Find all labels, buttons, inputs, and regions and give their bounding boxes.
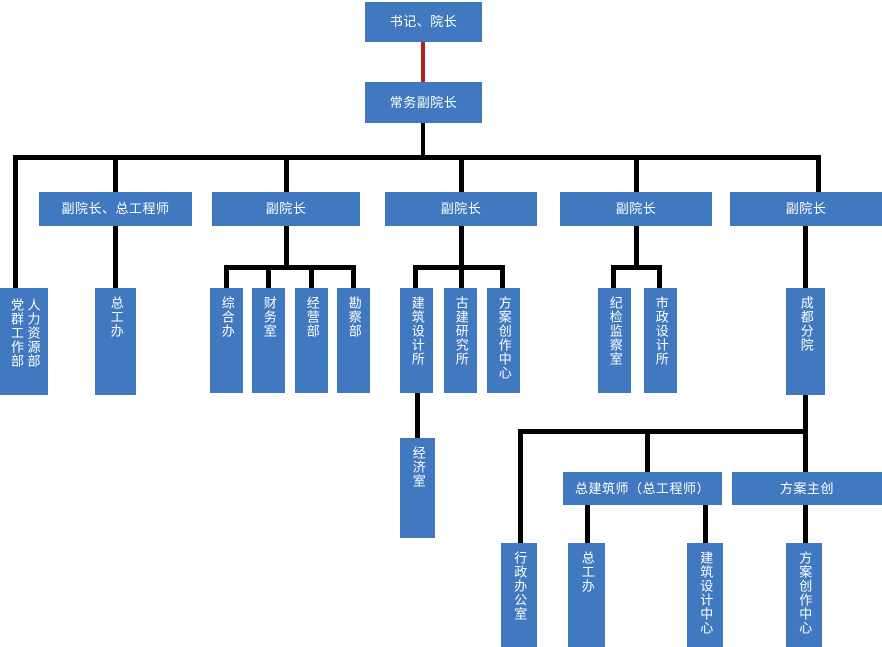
connector-chengdu-to-admin-office bbox=[518, 429, 523, 545]
node-operations-dept[interactable]: 经营部 bbox=[295, 288, 328, 393]
connector-bus-to-vp4 bbox=[634, 155, 639, 193]
node-finance-office[interactable]: 财务室 bbox=[252, 288, 285, 393]
node-label: 建筑设计中心 bbox=[698, 551, 714, 635]
connector-bus-to-vp5 bbox=[816, 155, 821, 193]
node-label: 副院长 bbox=[265, 201, 307, 217]
node-label: 经济室 bbox=[410, 446, 426, 488]
connector-arch-institute-to-economics-office bbox=[415, 393, 420, 439]
connector-vp5-to-chengdu-branch bbox=[803, 225, 808, 291]
node-label: 成都分院 bbox=[798, 296, 814, 352]
node-label: 书记、院长 bbox=[389, 14, 458, 30]
node-label: 财务室 bbox=[261, 296, 277, 338]
connector-scheme-lead-to-creation-center bbox=[803, 505, 808, 545]
node-arch-design-center[interactable]: 建筑设计中心 bbox=[687, 543, 723, 647]
node-scheme-creation-center-chengdu[interactable]: 方案创作中心 bbox=[786, 543, 822, 647]
node-executive-vice-president[interactable]: 常务副院长 bbox=[365, 82, 482, 123]
connector-vp2-to-general-office bbox=[224, 265, 229, 291]
node-scheme-lead[interactable]: 方案主创 bbox=[732, 472, 882, 505]
connector-chengdu-branch-down bbox=[803, 393, 808, 433]
node-label: 建筑设计所 bbox=[409, 296, 425, 366]
connector-chengdu-to-scheme-lead bbox=[803, 429, 808, 475]
connector-chief-architect-to-chief-eng-office bbox=[585, 505, 590, 545]
node-label: 方案创作中心 bbox=[496, 296, 512, 380]
node-chief-architect[interactable]: 总建筑师（总工程师） bbox=[563, 472, 722, 505]
node-vp-2[interactable]: 副院长 bbox=[212, 192, 360, 226]
node-label: 总工办 bbox=[108, 296, 124, 338]
connector-president-to-exec-vp bbox=[421, 40, 425, 82]
connector-bus-to-left-column bbox=[13, 155, 18, 291]
node-label: 古建研究所 bbox=[453, 296, 469, 366]
connector-vp1-to-chief-eng-office bbox=[113, 225, 118, 290]
node-ancient-arch-institute[interactable]: 古建研究所 bbox=[444, 288, 477, 393]
node-vp-4[interactable]: 副院长 bbox=[560, 192, 712, 226]
connector-chengdu-to-chief-architect bbox=[645, 429, 650, 475]
connector-vp3-to-arch-design-institute bbox=[413, 265, 418, 291]
connector-vp3-down bbox=[459, 225, 464, 267]
node-general-office[interactable]: 综合办 bbox=[210, 288, 243, 393]
node-scheme-creation-center[interactable]: 方案创作中心 bbox=[487, 288, 520, 393]
node-label: 常务副院长 bbox=[389, 94, 458, 110]
node-label-party: 党群工作部 bbox=[9, 298, 24, 368]
node-discipline-inspection-office[interactable]: 纪检监察室 bbox=[598, 288, 631, 393]
node-label: 方案创作中心 bbox=[797, 551, 813, 635]
connector-main-bus bbox=[13, 155, 821, 160]
node-vp-5[interactable]: 副院长 bbox=[730, 192, 882, 226]
node-chengdu-branch[interactable]: 成都分院 bbox=[786, 288, 825, 395]
node-label: 总工办 bbox=[579, 551, 595, 593]
node-secretary-president[interactable]: 书记、院长 bbox=[365, 2, 482, 42]
node-label: 勘察部 bbox=[346, 296, 362, 338]
connector-vp2-down bbox=[284, 225, 289, 267]
connector-vp2-to-finance-office bbox=[266, 265, 271, 291]
node-label: 副院长 bbox=[615, 201, 657, 217]
node-label: 经营部 bbox=[304, 296, 320, 338]
node-survey-dept[interactable]: 勘察部 bbox=[337, 288, 370, 393]
node-label: 方案主创 bbox=[779, 480, 834, 496]
connector-vp2-bus bbox=[224, 265, 356, 270]
node-label-columns: 人力资源部 党群工作部 bbox=[8, 296, 41, 368]
node-vp-chief-engineer[interactable]: 副院长、总工程师 bbox=[39, 192, 192, 226]
connector-vp4-to-municipal-institute bbox=[657, 265, 662, 291]
node-label: 纪检监察室 bbox=[607, 296, 623, 366]
connector-execvp-down bbox=[421, 123, 425, 159]
node-vp-3[interactable]: 副院长 bbox=[385, 192, 537, 226]
connector-bus-to-vp1 bbox=[113, 155, 118, 193]
node-label: 市政设计所 bbox=[653, 296, 669, 366]
node-label: 行政办公室 bbox=[512, 551, 528, 621]
node-chief-engineer-office[interactable]: 总工办 bbox=[95, 288, 136, 395]
node-label: 副院长、总工程师 bbox=[61, 201, 170, 217]
node-chief-engineer-office-chengdu[interactable]: 总工办 bbox=[568, 543, 605, 647]
node-hr-and-party-affairs[interactable]: 人力资源部 党群工作部 bbox=[0, 288, 48, 395]
connector-vp3-to-scheme-creation-center bbox=[500, 265, 505, 291]
node-label: 副院长 bbox=[440, 201, 482, 217]
connector-vp2-to-operations-dept bbox=[309, 265, 314, 291]
connector-chief-architect-to-arch-design-center bbox=[703, 505, 708, 545]
connector-vp2-to-survey-dept bbox=[351, 265, 356, 291]
node-label: 副院长 bbox=[785, 201, 827, 217]
node-label: 综合办 bbox=[219, 296, 235, 338]
node-label-hr: 人力资源部 bbox=[25, 298, 41, 368]
connector-vp4-to-discipline-office bbox=[611, 265, 616, 291]
node-admin-office[interactable]: 行政办公室 bbox=[501, 543, 537, 647]
connector-bus-to-vp2 bbox=[284, 155, 289, 193]
connector-vp3-to-ancient-arch-institute bbox=[459, 265, 464, 291]
connector-chengdu-bus bbox=[518, 429, 808, 434]
connector-vp4-down bbox=[634, 225, 639, 267]
connector-bus-to-vp3 bbox=[459, 155, 464, 193]
node-arch-design-institute[interactable]: 建筑设计所 bbox=[400, 288, 433, 393]
node-municipal-design-institute[interactable]: 市政设计所 bbox=[644, 288, 677, 393]
node-label: 总建筑师（总工程师） bbox=[574, 480, 710, 496]
connector-vp4-bus bbox=[611, 265, 662, 270]
node-economics-office[interactable]: 经济室 bbox=[400, 438, 435, 538]
